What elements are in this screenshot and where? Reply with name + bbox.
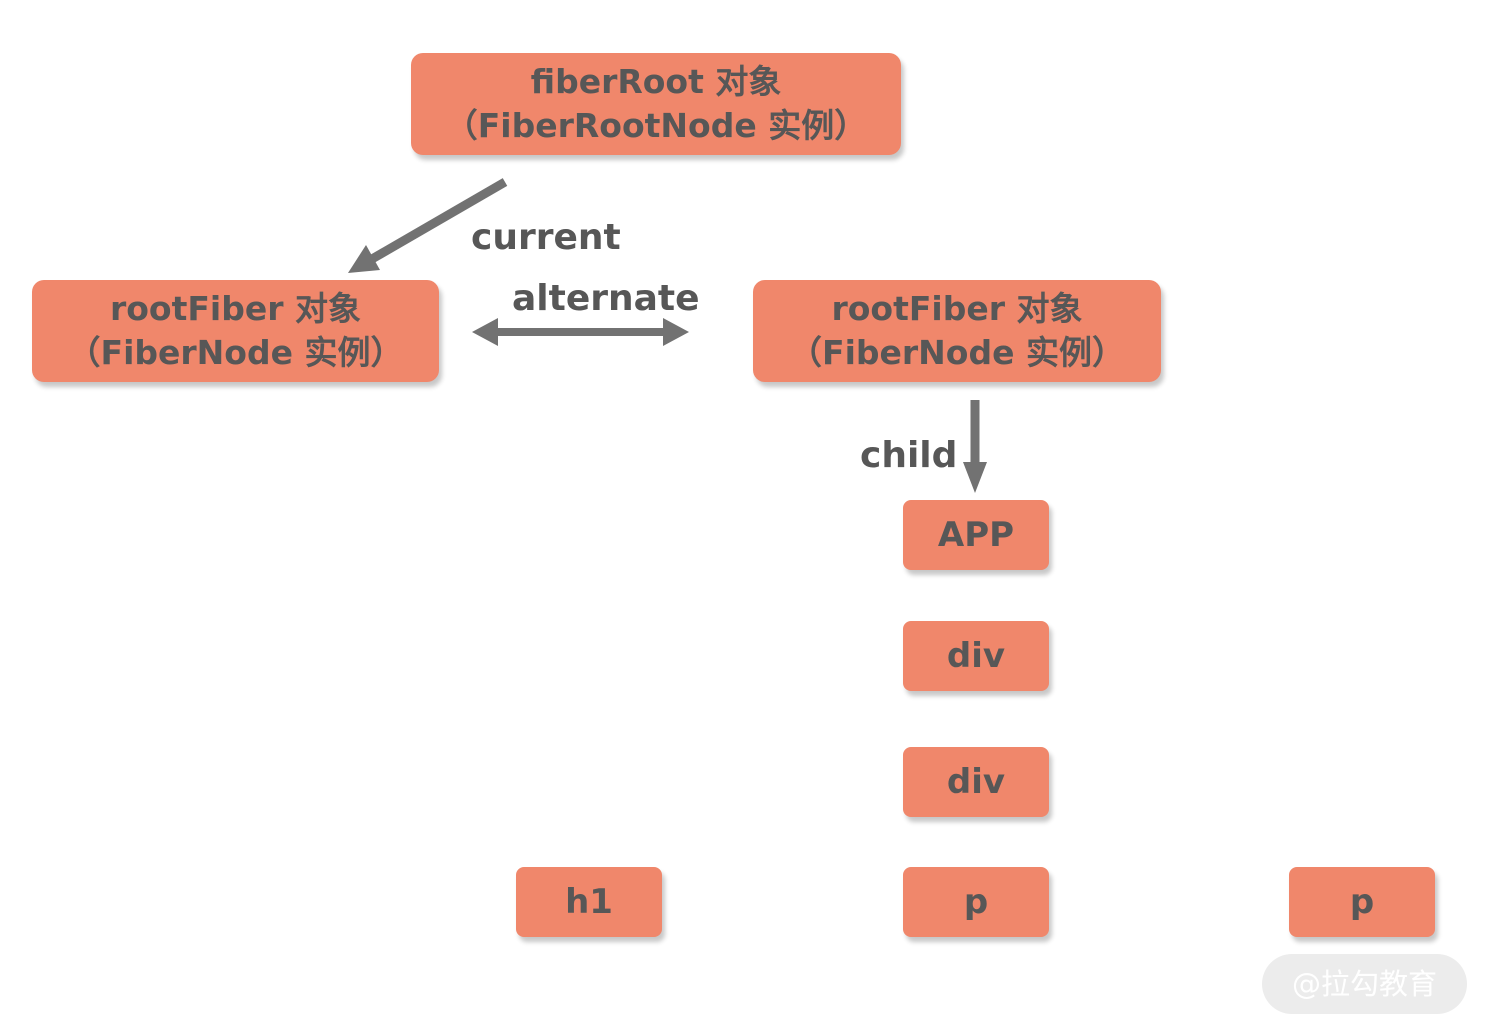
root-fiber-current-subtitle: （FiberNode 实例）	[67, 333, 404, 372]
div-label-2: div	[946, 762, 1006, 802]
app-label: APP	[937, 515, 1015, 555]
child-arrow	[963, 400, 987, 493]
alternate-edge-label: alternate	[512, 278, 700, 319]
h1-label: h1	[565, 882, 613, 922]
current-edge-label: current	[471, 217, 621, 258]
fiber-root-node: fiberRoot 对象 （FiberRootNode 实例）	[411, 53, 901, 155]
alternate-arrow	[472, 318, 689, 346]
watermark-badge: @拉勾教育	[1262, 954, 1467, 1014]
p-node-1: p	[903, 867, 1049, 937]
child-edge-label: child	[860, 435, 958, 476]
p-node-2: p	[1289, 867, 1435, 937]
root-fiber-current-title: rootFiber 对象	[109, 289, 361, 328]
fiber-root-subtitle: （FiberRootNode 实例）	[444, 106, 868, 145]
h1-node: h1	[516, 867, 662, 937]
current-arrow	[348, 178, 508, 273]
app-node: APP	[903, 500, 1049, 570]
p-label-2: p	[1349, 882, 1375, 922]
div-node-1: div	[903, 621, 1049, 691]
fiber-root-title: fiberRoot 对象	[530, 62, 782, 101]
root-fiber-wip-subtitle: （FiberNode 实例）	[789, 333, 1125, 372]
div-label-1: div	[946, 636, 1006, 676]
root-fiber-wip-node: rootFiber 对象 （FiberNode 实例）	[753, 280, 1161, 382]
root-fiber-wip-title: rootFiber 对象	[831, 289, 1083, 328]
root-fiber-current-node: rootFiber 对象 （FiberNode 实例）	[32, 280, 439, 382]
p-label-1: p	[963, 882, 989, 922]
div-node-2: div	[903, 747, 1049, 817]
